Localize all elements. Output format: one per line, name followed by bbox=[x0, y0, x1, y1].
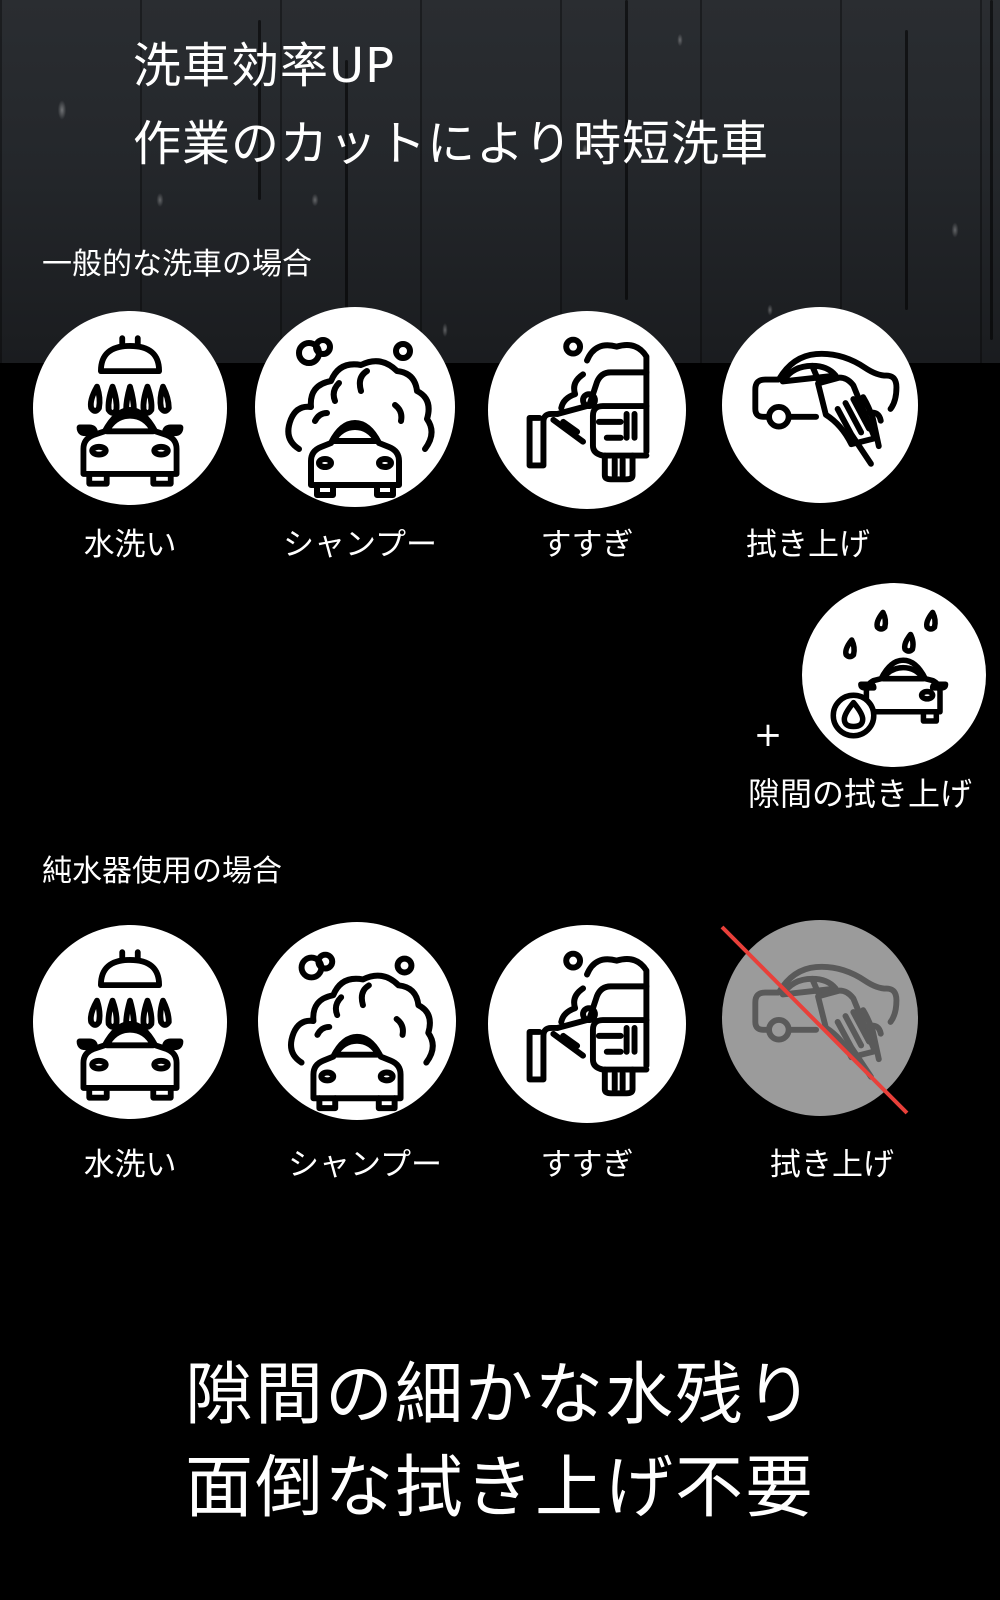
step-label: 水洗い bbox=[83, 527, 177, 563]
step-label: シャンプー bbox=[287, 1147, 443, 1183]
purifier-label: 純水器使用の場合 bbox=[42, 854, 282, 889]
step-circle-wipe-disabled bbox=[722, 920, 918, 1116]
step-circle-rinse bbox=[488, 925, 686, 1123]
water-streak bbox=[345, 60, 348, 320]
water-streak bbox=[990, 0, 993, 340]
wipe-car-icon bbox=[722, 307, 918, 503]
step-label: すすぎ bbox=[540, 1147, 634, 1183]
step-circle-rinse-water bbox=[33, 925, 227, 1119]
footer-line1: 隙間の細かな水残り bbox=[184, 1356, 815, 1435]
step-circle-rinse bbox=[488, 311, 686, 509]
wipe-car-icon bbox=[722, 920, 918, 1116]
step-circle-gap-wipe bbox=[802, 583, 986, 767]
step-circle-shampoo bbox=[255, 307, 455, 507]
footer-line2: 面倒な拭き上げ不要 bbox=[184, 1449, 815, 1528]
step-circle-rinse-water bbox=[33, 311, 227, 505]
foam-car-icon bbox=[255, 307, 455, 507]
water-drop-car-icon bbox=[802, 583, 986, 767]
step-circle-wipe bbox=[722, 307, 918, 503]
step-label: 拭き上げ bbox=[770, 1147, 894, 1183]
step-label: 拭き上げ bbox=[746, 527, 870, 563]
gap-wipe-label: 隙間の拭き上げ bbox=[747, 775, 973, 813]
step-circle-shampoo bbox=[258, 922, 456, 1120]
water-streak bbox=[258, 20, 261, 200]
hero-title-line1: 洗車効率UP bbox=[133, 38, 396, 94]
plus-sign: + bbox=[753, 715, 783, 755]
shower-car-icon bbox=[33, 311, 227, 505]
rinse-car-icon bbox=[488, 925, 686, 1123]
step-label: すすぎ bbox=[540, 527, 634, 563]
wet-glass-background bbox=[0, 0, 1000, 363]
water-streak bbox=[625, 0, 628, 300]
step-label: 水洗い bbox=[83, 1147, 177, 1183]
step-label: シャンプー bbox=[282, 527, 438, 563]
water-streak bbox=[905, 30, 908, 310]
rinse-car-icon bbox=[488, 311, 686, 509]
shower-car-icon bbox=[33, 925, 227, 1119]
standard-wash-label: 一般的な洗車の場合 bbox=[42, 247, 312, 282]
foam-car-icon bbox=[258, 922, 456, 1120]
hero-title-line2: 作業のカットにより時短洗車 bbox=[133, 116, 770, 172]
